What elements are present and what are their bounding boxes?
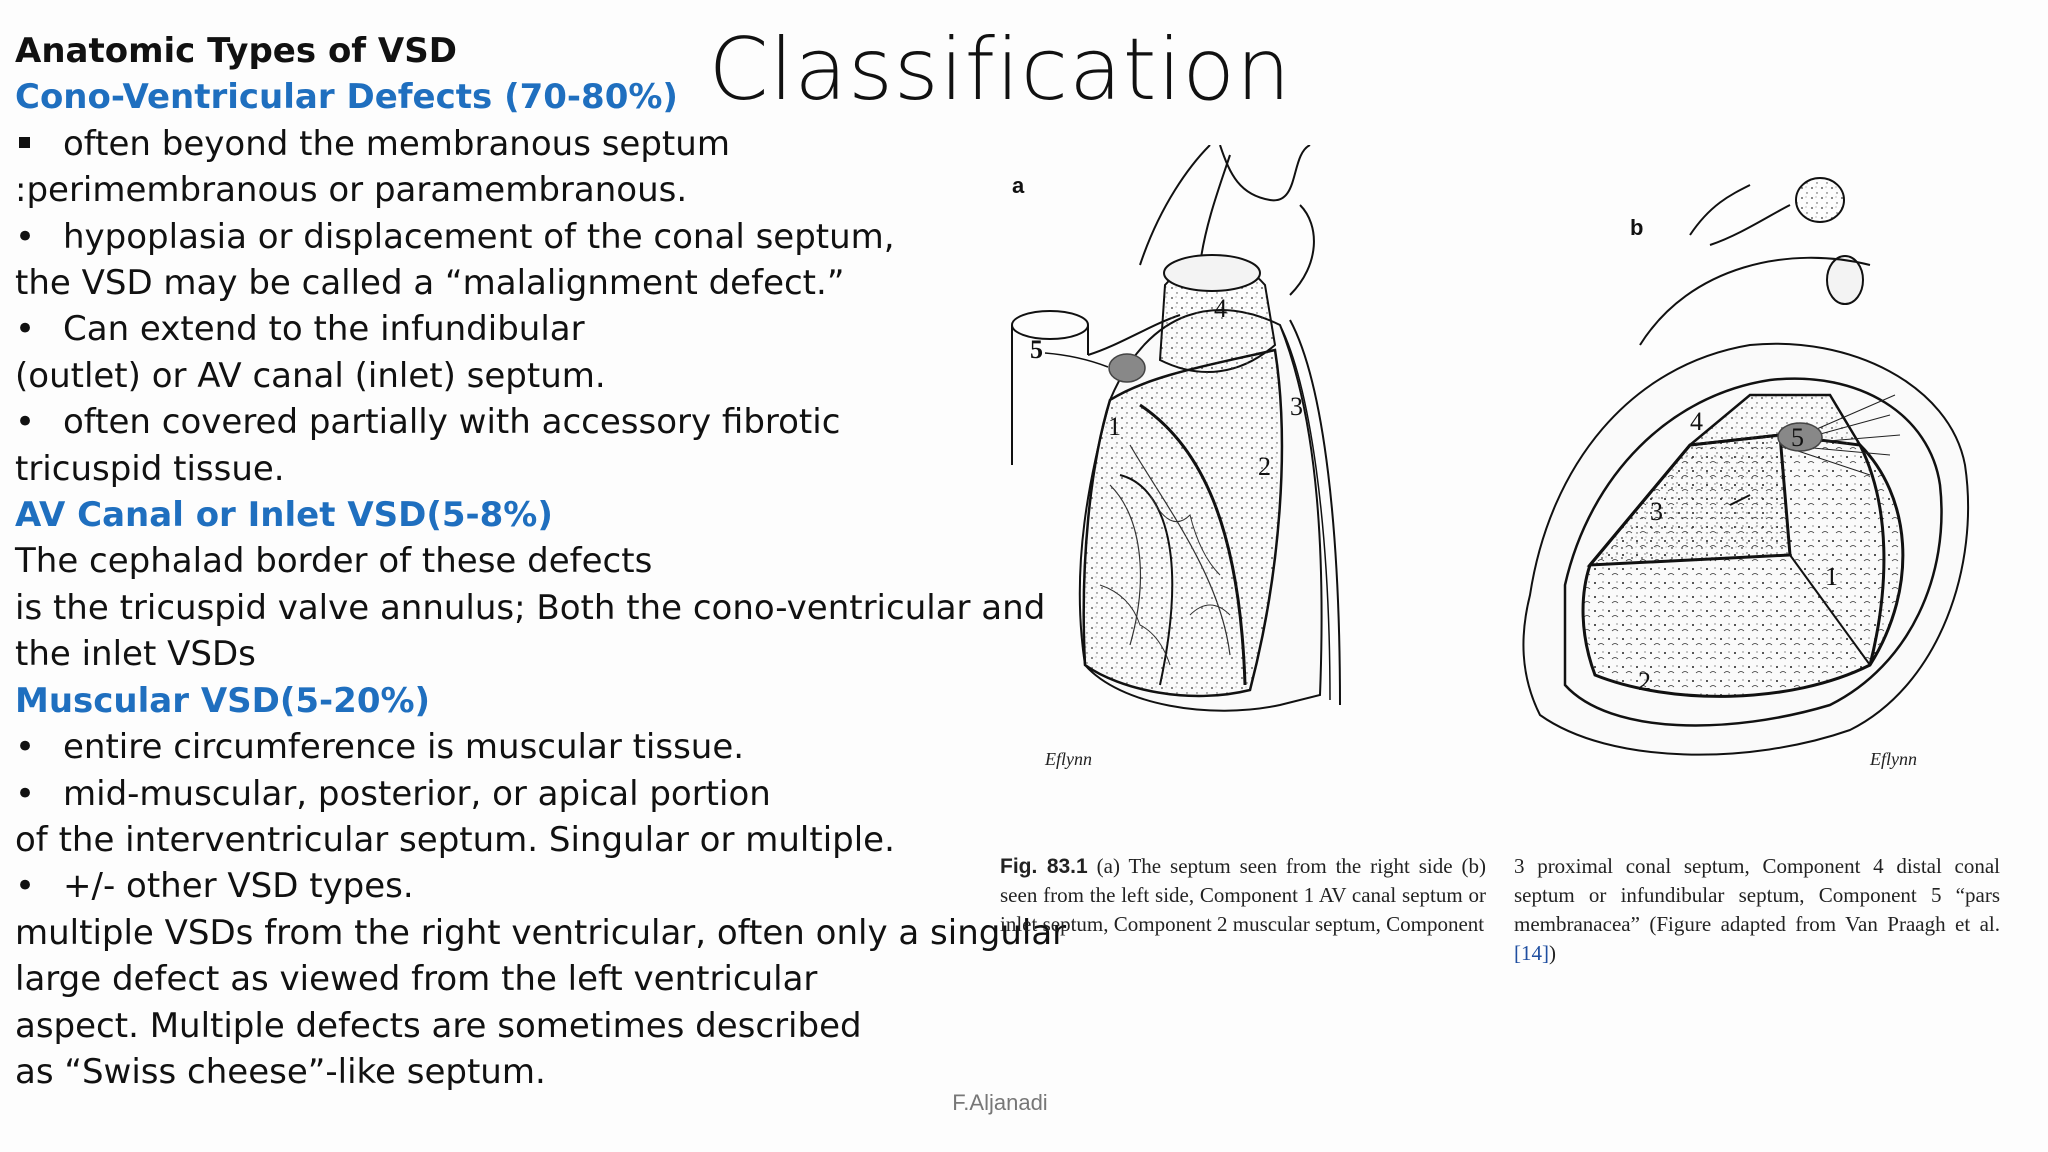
bullet-icon: •	[15, 309, 36, 350]
text-line: is the tricuspid valve annulus; Both the…	[15, 585, 1045, 631]
text-line: The cephalad border of these defects	[15, 538, 1005, 584]
caption-col-1: Fig. 83.1 (a) The septum seen from the r…	[1000, 852, 1486, 968]
section-heading: Muscular VSD(5-20%)	[15, 678, 1005, 724]
line-text: of the interventricular septum. Singular…	[15, 819, 895, 860]
text-line: • mid-muscular, posterior, or apical port…	[15, 771, 1005, 817]
panel-b-num-3: 3	[1650, 497, 1663, 526]
line-text: is the tricuspid valve annulus; Both the…	[15, 587, 1046, 628]
panel-a-num-5: 5	[1030, 335, 1043, 364]
text-line: :perimembranous or paramembranous.	[15, 167, 1005, 213]
line-text: :perimembranous or paramembranous.	[15, 170, 688, 211]
line-text: +/- other VSD types.	[63, 866, 414, 907]
section-heading: AV Canal or Inlet VSD(5-8%)	[15, 492, 1005, 538]
bullet-icon: •	[15, 866, 36, 907]
line-text: aspect. Multiple defects are sometimes d…	[15, 1005, 862, 1046]
panel-a-num-2: 2	[1258, 452, 1271, 481]
panel-b-num-5: 5	[1791, 423, 1804, 452]
text-line: • entire circumference is muscular tissue…	[15, 724, 1005, 770]
line-text: hypoplasia or displacement of the conal …	[63, 216, 895, 257]
panel-a: a	[1011, 145, 1341, 769]
bullet-icon: •	[15, 727, 36, 768]
panel-b: b 4 5 3 1 2	[1522, 177, 1970, 769]
line-text: Anatomic Types of VSD	[15, 31, 457, 71]
panel-a-label: a	[1012, 173, 1025, 198]
line-text: entire circumference is muscular tissue.	[63, 727, 745, 768]
heading: Anatomic Types of VSD	[15, 28, 1005, 74]
heart-septum-figure: a	[1011, 145, 1970, 769]
line-text: Cono-Ventricular Defects (70-80%)	[15, 77, 678, 118]
bullet-icon: •	[15, 773, 36, 814]
line-text: Muscular VSD(5-20%)	[15, 680, 431, 721]
line-text: The cephalad border of these defects	[15, 541, 653, 582]
caption-close: )	[1549, 941, 1556, 965]
caption-reference[interactable]: [14]	[1514, 941, 1549, 965]
line-text: often beyond the membranous septum	[63, 123, 730, 164]
bullet-icon: •	[15, 402, 36, 443]
caption-label: Fig. 83.1	[1000, 855, 1088, 878]
figure-caption: Fig. 83.1 (a) The septum seen from the r…	[1000, 852, 2000, 968]
text-line: • often covered partially with accessory …	[15, 399, 1005, 445]
panel-a-signature: Eflynn	[1044, 749, 1092, 769]
line-text: the VSD may be called a “malalignment de…	[15, 263, 845, 304]
text-line: often beyond the membranous septum	[15, 121, 1005, 167]
text-line: as “Swiss cheese”-like septum.	[15, 1049, 1005, 1095]
panel-b-label: b	[1630, 215, 1643, 240]
text-line: of the interventricular septum. Singular…	[15, 817, 1005, 863]
line-text: AV Canal or Inlet VSD(5-8%)	[15, 495, 553, 536]
bullet-icon: •	[15, 216, 36, 257]
panel-a-num-1: 1	[1108, 412, 1121, 441]
line-text: multiple VSDs from the right ventricular…	[15, 912, 1067, 953]
body-text: Anatomic Types of VSD Cono-Ventricular De…	[15, 28, 1066, 1095]
text-line: (outlet) or AV canal (inlet) septum.	[15, 353, 1005, 399]
slide-footer: F.Aljanadi	[952, 1090, 1048, 1115]
panel-b-signature: Eflynn	[1869, 749, 1917, 769]
text-line: • +/- other VSD types.	[15, 863, 1005, 909]
caption-col-2: 3 proximal conal septum, Component 4 dis…	[1514, 852, 2000, 968]
panel-a-num-3: 3	[1290, 392, 1303, 421]
line-text: tricuspid tissue.	[15, 448, 285, 489]
line-text: as “Swiss cheese”-like septum.	[15, 1051, 546, 1092]
caption-text-1: (a) The septum seen from the right side …	[1000, 854, 1486, 936]
line-text: often covered partially with accessory f…	[63, 402, 841, 443]
line-text: mid-muscular, posterior, or apical porti…	[63, 773, 771, 814]
text-line: the inlet VSDs	[15, 631, 1005, 677]
section-heading: Cono-Ventricular Defects (70-80%)	[15, 74, 1005, 120]
text-line: • Can extend to the infundibular	[15, 306, 1005, 352]
line-text: large defect as viewed from the left ven…	[15, 959, 818, 1000]
line-text: the inlet VSDs	[15, 634, 256, 675]
square-bullet-icon	[19, 136, 30, 148]
line-text: (outlet) or AV canal (inlet) septum.	[15, 355, 606, 396]
panel-a-num-4: 4	[1214, 294, 1227, 323]
panel-b-num-1: 1	[1825, 562, 1838, 591]
text-line: large defect as viewed from the left ven…	[15, 956, 1005, 1002]
caption-text-2: 3 proximal conal septum, Component 4 dis…	[1514, 854, 2000, 936]
text-line: • hypoplasia or displacement of the conal…	[15, 214, 1005, 260]
slide-title: Classification	[708, 20, 1292, 120]
text-line: aspect. Multiple defects are sometimes d…	[15, 1003, 1005, 1049]
text-line: the VSD may be called a “malalignment de…	[15, 260, 1005, 306]
panel-b-num-4: 4	[1690, 407, 1703, 436]
text-line: multiple VSDs from the right ventricular…	[15, 910, 1066, 956]
text-line: tricuspid tissue.	[15, 446, 1005, 492]
panel-b-num-2: 2	[1638, 667, 1651, 696]
line-text: Can extend to the infundibular	[63, 309, 585, 350]
